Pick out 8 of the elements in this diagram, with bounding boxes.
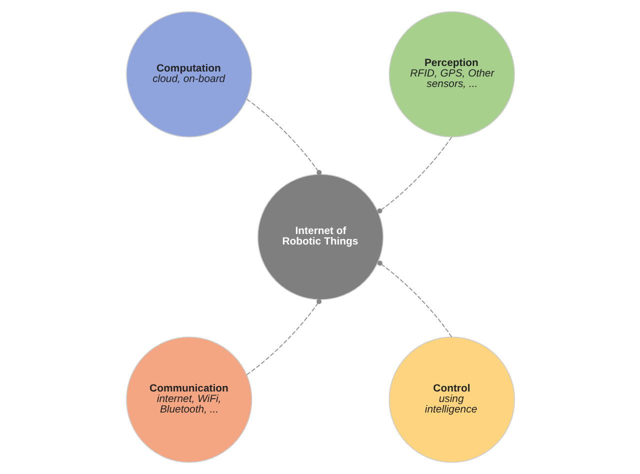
node-circle: Communication internet, WiFi, Bluetooth, ... — [126, 336, 252, 463]
connector — [376, 260, 452, 338]
connector — [246, 98, 322, 176]
node-circle: Control using intelligence — [388, 336, 514, 463]
connector — [376, 136, 452, 214]
node-circle: Perception RFID, GPS, Other sensors, ... — [388, 11, 514, 138]
node-circle: Computation cloud, on-board — [126, 11, 252, 138]
connector — [246, 299, 322, 376]
